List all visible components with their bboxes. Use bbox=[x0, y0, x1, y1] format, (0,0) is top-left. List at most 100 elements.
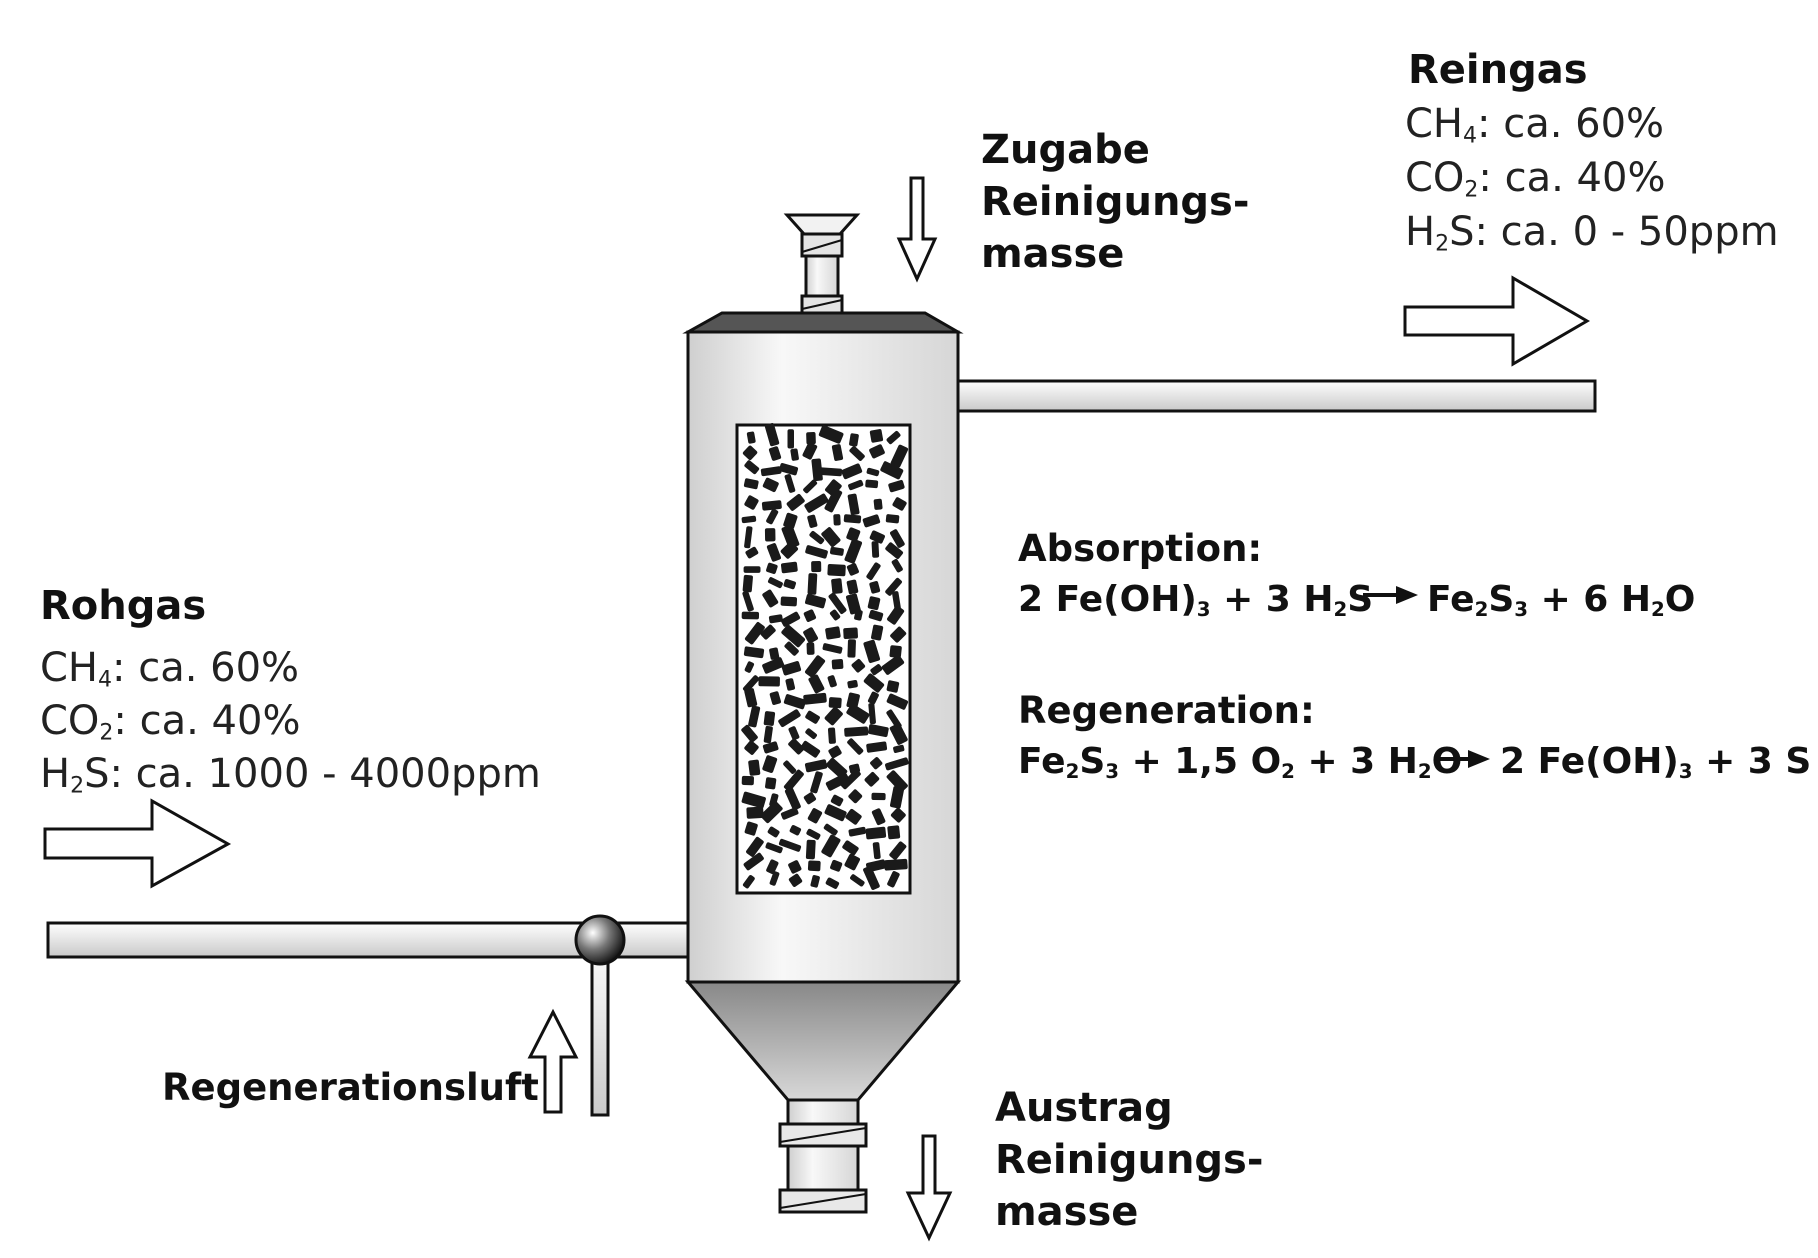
regeneration-air-pipe bbox=[590, 938, 610, 1117]
packing-particle bbox=[810, 771, 823, 794]
austrag-arrow-down-icon bbox=[905, 1134, 953, 1242]
packing-particle bbox=[846, 692, 860, 709]
packing-particle bbox=[809, 530, 825, 545]
packing-particle bbox=[807, 808, 823, 824]
packing-particle bbox=[811, 561, 822, 573]
packing-particle bbox=[893, 744, 905, 753]
packing-particle bbox=[885, 542, 904, 559]
packing-particle bbox=[766, 859, 779, 875]
packing-particle bbox=[881, 654, 905, 675]
packing-particle bbox=[743, 852, 764, 871]
packing-particle bbox=[827, 564, 846, 577]
packing-particle bbox=[800, 740, 821, 758]
packing-particle bbox=[780, 807, 799, 820]
packing-particle bbox=[744, 740, 759, 755]
packing-particle bbox=[822, 643, 843, 654]
absorption-title: Absorption: bbox=[1018, 527, 1263, 570]
packing-particle bbox=[745, 546, 759, 559]
packing-particle bbox=[890, 786, 905, 809]
packing-particle bbox=[890, 529, 905, 548]
packing-particle bbox=[821, 834, 841, 858]
packing-particle bbox=[866, 741, 888, 753]
packing-particle bbox=[769, 691, 781, 705]
packing-particle bbox=[867, 596, 881, 611]
packing-particle bbox=[844, 538, 863, 564]
packing-particle bbox=[810, 875, 820, 888]
packing-particle bbox=[863, 865, 880, 890]
packing-particle bbox=[884, 858, 908, 871]
reactor-cone bbox=[684, 980, 962, 1102]
packing-particle bbox=[804, 493, 829, 513]
austrag-label-line3: masse bbox=[995, 1189, 1139, 1235]
packing-particle bbox=[850, 874, 865, 887]
packing-particle bbox=[864, 772, 880, 787]
packing-particle bbox=[788, 726, 800, 741]
packing-particle bbox=[743, 566, 761, 573]
packing-particle bbox=[778, 709, 801, 728]
packing-particle bbox=[744, 460, 760, 475]
packing-particle bbox=[818, 425, 844, 444]
reingas-title: Reingas bbox=[1408, 47, 1588, 93]
packing-particle bbox=[880, 461, 904, 480]
packing-particle bbox=[848, 789, 863, 804]
packing-particle bbox=[744, 495, 759, 510]
zugabe-label-line2: Reinigungs- bbox=[981, 179, 1250, 225]
packing-particle bbox=[783, 579, 796, 590]
packing-particle bbox=[866, 467, 880, 477]
regenerationsluft-label: Regenerationsluft bbox=[162, 1066, 539, 1109]
packing-particle bbox=[805, 545, 828, 559]
packing-particle bbox=[783, 512, 798, 529]
packing-particle bbox=[742, 445, 758, 461]
packing-particle bbox=[866, 562, 881, 581]
packing-particle bbox=[833, 514, 841, 526]
packing-particle bbox=[869, 429, 884, 443]
packing-particle bbox=[844, 726, 869, 737]
packing-particle bbox=[741, 775, 754, 786]
packing-particle bbox=[784, 787, 801, 811]
absorption-equation-right: Fe2S3 + 6 H2O bbox=[1427, 579, 1696, 621]
packing-particle bbox=[865, 826, 887, 840]
packing-particle bbox=[766, 508, 779, 525]
packing-particle bbox=[758, 676, 780, 687]
packing-particle bbox=[886, 770, 908, 793]
reingas-h2s: H2S: ca. 0 - 50ppm bbox=[1405, 209, 1779, 257]
packing-particle bbox=[823, 823, 838, 836]
packing-particle bbox=[741, 791, 766, 809]
packing-particle bbox=[764, 528, 776, 542]
packing-particle bbox=[828, 697, 842, 709]
rohgas-title: Rohgas bbox=[40, 583, 207, 629]
packing-particle bbox=[803, 609, 817, 622]
packing-particle bbox=[828, 745, 842, 759]
packing-particle bbox=[746, 431, 756, 444]
packing-particle bbox=[863, 673, 885, 693]
outlet-pipe bbox=[953, 379, 1597, 413]
packing-particle bbox=[741, 611, 760, 620]
packing-particle bbox=[781, 661, 802, 676]
packing-particle bbox=[873, 498, 883, 510]
packing-particle bbox=[767, 577, 783, 589]
packing-particle bbox=[780, 541, 799, 559]
packing-particle bbox=[743, 478, 759, 490]
packing-particle bbox=[760, 801, 783, 824]
packing-particle bbox=[803, 692, 827, 705]
austrag-label-line1: Austrag bbox=[995, 1085, 1173, 1131]
packing-particle bbox=[784, 474, 796, 493]
packing-particle bbox=[742, 574, 753, 593]
packing-particle bbox=[742, 875, 755, 889]
packing-particle bbox=[806, 642, 815, 655]
zugabe-label-line3: masse bbox=[981, 231, 1125, 277]
packing-particle bbox=[805, 839, 816, 860]
packing-particle bbox=[885, 577, 902, 596]
packing-particle bbox=[890, 444, 909, 468]
packing-particle bbox=[762, 589, 779, 608]
packing-particle bbox=[840, 769, 861, 790]
packing-particle bbox=[890, 626, 907, 643]
packing-particle bbox=[805, 710, 820, 724]
packing-particle bbox=[889, 723, 908, 745]
packing-particle bbox=[871, 808, 886, 826]
packing-particle bbox=[783, 694, 807, 710]
packing-particle bbox=[804, 759, 828, 773]
packing-particle bbox=[790, 448, 799, 461]
packing-particle bbox=[806, 828, 821, 840]
